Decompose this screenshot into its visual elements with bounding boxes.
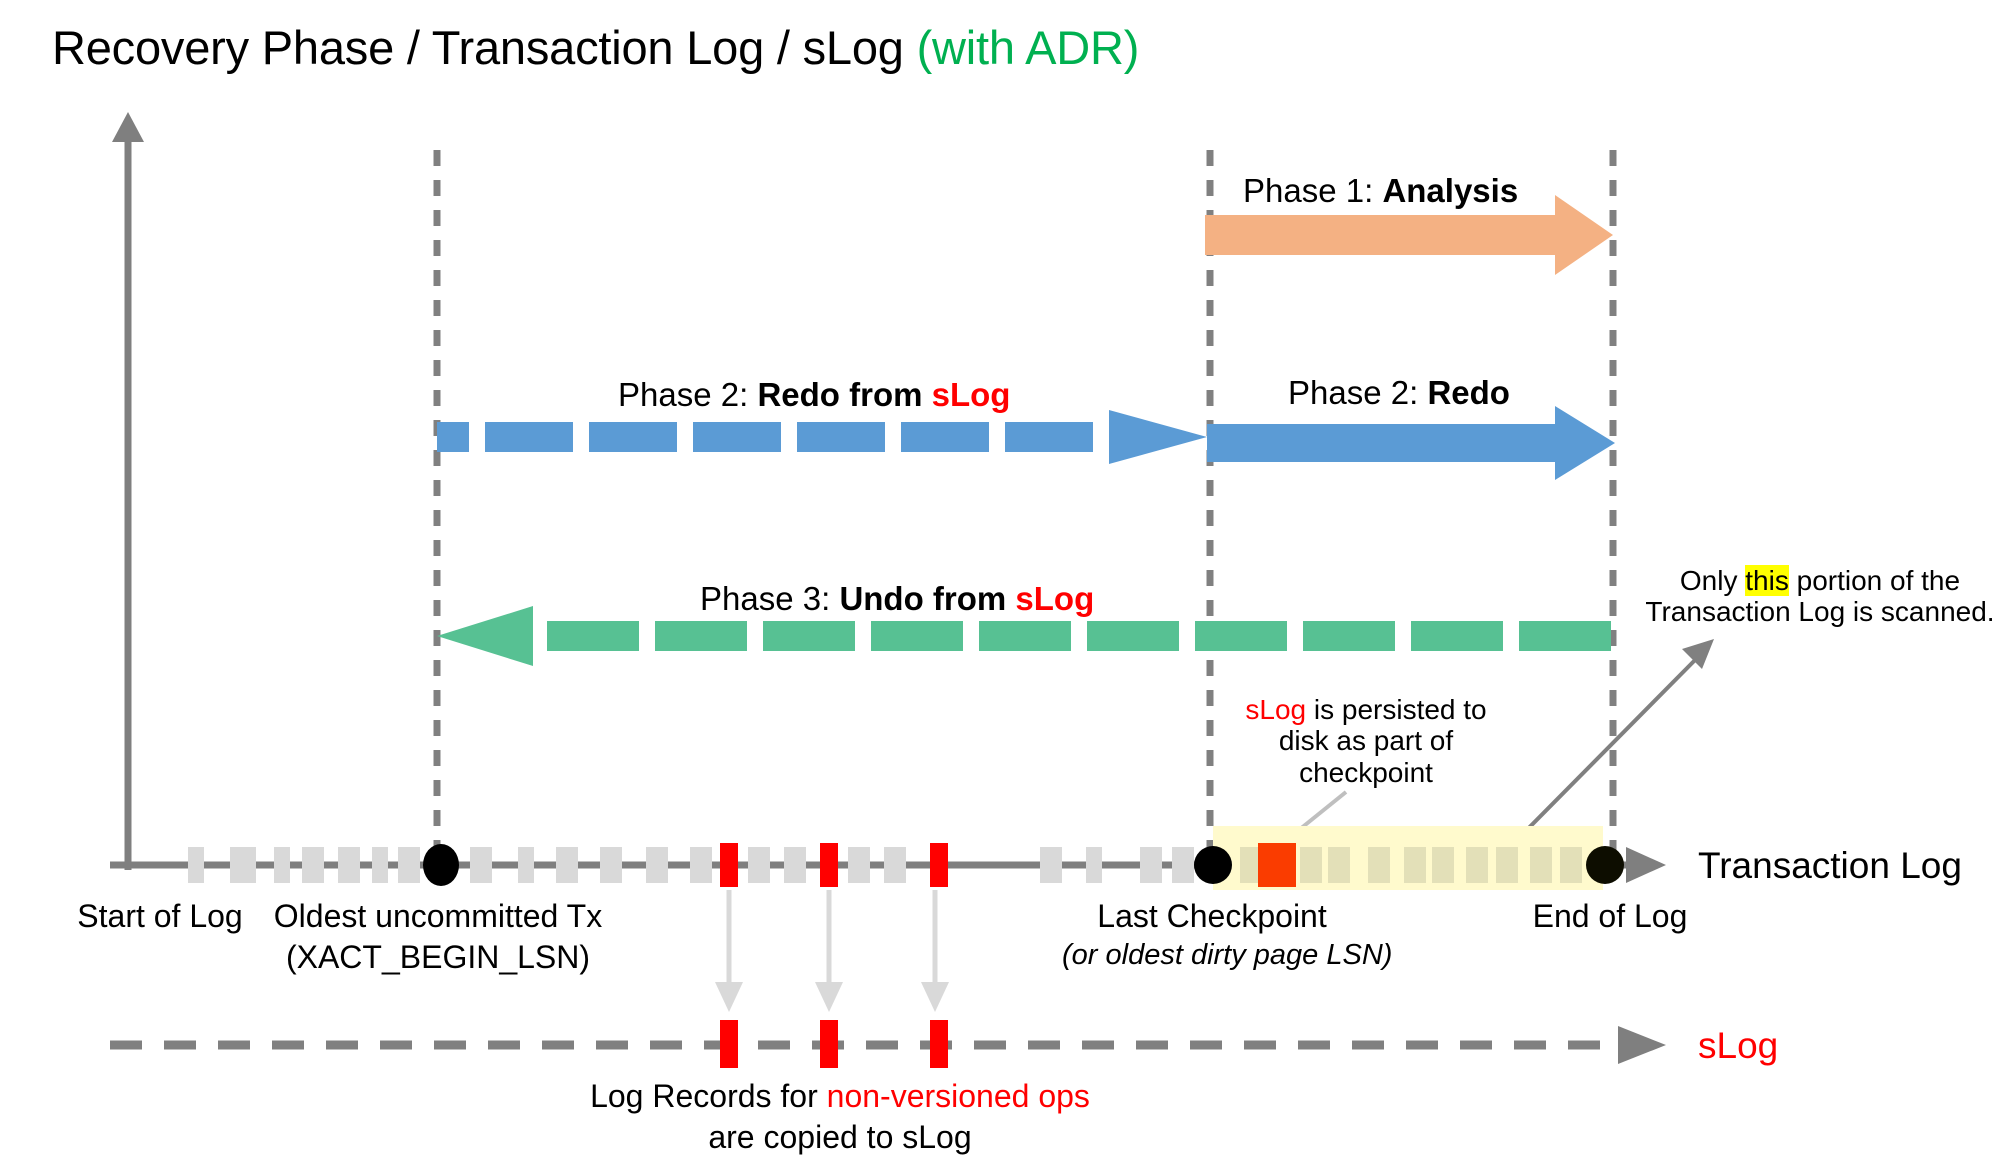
- log-record: [1140, 847, 1162, 883]
- log-record: [600, 847, 622, 883]
- slog-caption-line2: are copied to sLog: [708, 1119, 972, 1155]
- log-record-scanned: [1300, 847, 1322, 883]
- phase-1-analysis-arrow: [1205, 195, 1613, 275]
- slog-persisted-line1: is persisted to: [1306, 694, 1487, 725]
- transaction-log-records: [0, 843, 2001, 887]
- guide-line-end-of-log: [1609, 150, 1617, 870]
- phase-3-undo-from-slog-arrow: [437, 606, 1611, 666]
- marker-end-of-log: [1586, 846, 1624, 884]
- label-last-checkpoint-sub: (or oldest dirty page LSN): [1062, 939, 1393, 971]
- slog-caption-line1-a: Log Records for: [590, 1078, 827, 1114]
- title-main: Recovery Phase / Transaction Log / sLog: [52, 21, 917, 74]
- phase-3-undo-prefix: Phase 3:: [700, 580, 840, 617]
- scanned-portion-highlight: this: [1745, 565, 1789, 596]
- slog-persisted-accent: sLog: [1245, 694, 1307, 725]
- log-record: [884, 847, 906, 883]
- log-record-scanned: [1404, 847, 1426, 883]
- log-record-scanned: [1368, 847, 1390, 883]
- log-record: [230, 847, 256, 883]
- log-record: [372, 847, 388, 883]
- log-record: [302, 847, 324, 883]
- label-end-of-log: End of Log: [1532, 898, 1688, 934]
- slog-persisted-line3: checkpoint: [1299, 756, 1433, 788]
- log-record: [690, 847, 712, 883]
- y-axis: [112, 112, 144, 870]
- log-record-scanned: [1560, 847, 1582, 883]
- log-record-scanned: [1530, 847, 1552, 883]
- slog-caption: Log Records for non-versioned ops are co…: [490, 1078, 1190, 1156]
- log-record-scanned: [1496, 847, 1518, 883]
- phase-2-redo-arrow: [1207, 406, 1615, 480]
- scanned-portion-line1-a: Only: [1679, 565, 1746, 596]
- phase-2-redo-name: Redo: [1427, 374, 1510, 411]
- log-record: [556, 847, 578, 883]
- log-record-non-versioned: [930, 843, 948, 887]
- phase-2-slog-prefix: Phase 2:: [618, 376, 758, 413]
- scanned-portion-leader-arrow: [1498, 639, 1714, 859]
- slog-caption-non-versioned: non-versioned ops: [826, 1078, 1090, 1114]
- marker-last-checkpoint: [1194, 846, 1232, 884]
- log-record-scanned: [1240, 847, 1262, 883]
- log-record: [518, 847, 534, 883]
- label-oldest-uncommitted-tx-main: Oldest uncommitted Tx: [273, 898, 603, 934]
- log-record-scanned: [1432, 847, 1454, 883]
- slog-record-non-versioned: [720, 1020, 738, 1068]
- log-record-non-versioned: [820, 843, 838, 887]
- copy-to-slog-arrows: [715, 890, 949, 1012]
- label-last-checkpoint: Last Checkpoint (or oldest dirty page LS…: [1062, 898, 1393, 971]
- slog-persisted-note: sLog is persisted to disk as part of che…: [1226, 694, 1506, 788]
- log-record-scanned: [1466, 847, 1488, 883]
- guide-line-oldest-uncommitted-tx: [433, 150, 441, 870]
- slog-record-non-versioned: [930, 1020, 948, 1068]
- phase-2-slog-label: Phase 2: Redo from sLog: [618, 376, 1010, 414]
- log-record: [1086, 847, 1102, 883]
- phase-2-redo-label: Phase 2: Redo: [1288, 374, 1510, 412]
- slog-persisted-line2: disk as part of: [1278, 725, 1454, 757]
- label-oldest-uncommitted-tx: Oldest uncommitted Tx (XACT_BEGIN_LSN): [258, 898, 618, 976]
- transaction-log-axis-label: Transaction Log: [1698, 845, 1962, 886]
- log-record: [848, 847, 870, 883]
- log-record: [338, 847, 360, 883]
- page-title: Recovery Phase / Transaction Log / sLog …: [52, 20, 1139, 75]
- scanned-portion-line2: Transaction Log is scanned.: [1645, 596, 1995, 628]
- log-record-checkpoint-slog: [1258, 843, 1296, 887]
- scanned-portion-line1-c: portion of the: [1788, 565, 1961, 596]
- marker-oldest-uncommitted-tx: [423, 844, 459, 886]
- slog-axis: [110, 1026, 1666, 1064]
- log-record: [748, 847, 770, 883]
- phase-2-slog-name: Redo from: [757, 376, 932, 413]
- log-record: [784, 847, 806, 883]
- slog-record-non-versioned: [820, 1020, 838, 1068]
- log-record: [646, 847, 668, 883]
- label-oldest-uncommitted-tx-sub: (XACT_BEGIN_LSN): [285, 939, 591, 975]
- log-record: [398, 847, 420, 883]
- phase-3-undo-label: Phase 3: Undo from sLog: [700, 580, 1094, 618]
- phase-1-name: Analysis: [1382, 172, 1519, 209]
- phase-3-undo-name: Undo from: [839, 580, 1016, 617]
- log-record-scanned: [1328, 847, 1350, 883]
- scanned-portion-note: Only this portion of the Transaction Log…: [1645, 565, 1995, 628]
- log-record: [470, 847, 492, 883]
- phase-2-redo-from-slog-arrow: [437, 410, 1207, 464]
- phase-1-prefix: Phase 1:: [1243, 172, 1383, 209]
- phase-2-redo-prefix: Phase 2:: [1288, 374, 1428, 411]
- title-adr-suffix: (with ADR): [916, 21, 1140, 74]
- log-record: [1172, 847, 1194, 883]
- log-record: [274, 847, 290, 883]
- slog-axis-label: sLog: [1698, 1025, 1779, 1066]
- phase-3-undo-accent: sLog: [1015, 580, 1095, 617]
- log-record-non-versioned: [720, 843, 738, 887]
- label-last-checkpoint-main: Last Checkpoint: [1097, 898, 1327, 934]
- phase-1-label: Phase 1: Analysis: [1243, 172, 1518, 210]
- phase-2-slog-accent: sLog: [931, 376, 1011, 413]
- log-record: [1040, 847, 1062, 883]
- log-record: [188, 847, 204, 883]
- label-start-of-log: Start of Log: [77, 898, 243, 934]
- guide-line-last-checkpoint: [1206, 150, 1214, 870]
